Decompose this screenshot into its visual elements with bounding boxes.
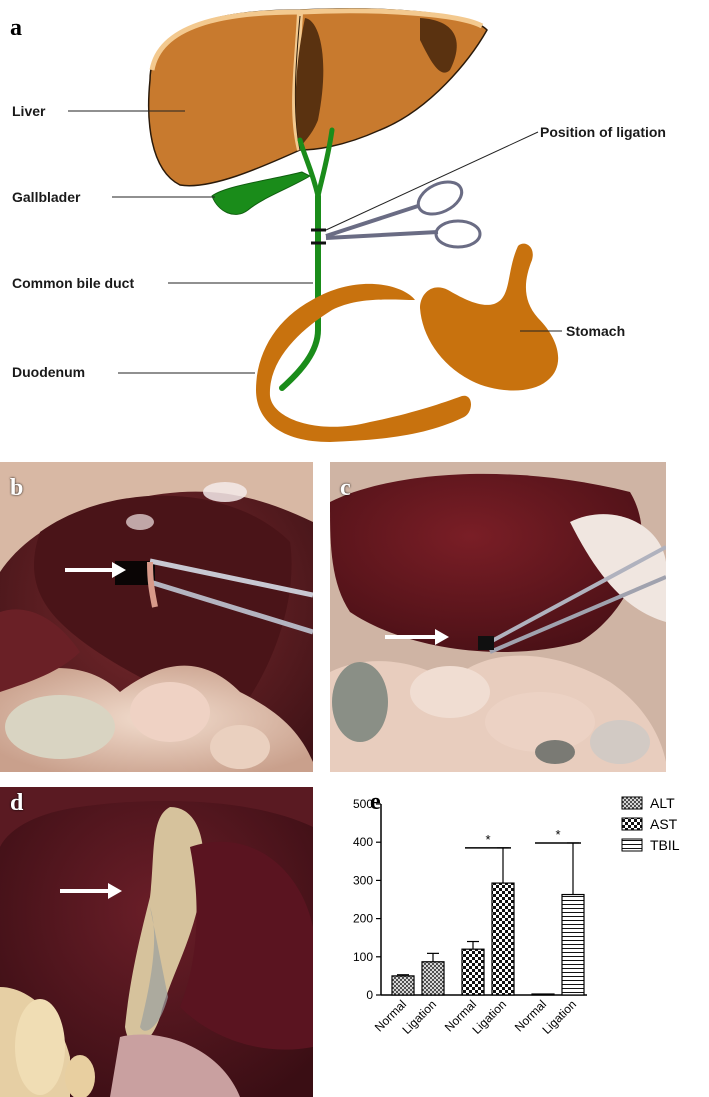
panel-c-letter: c (340, 475, 351, 501)
bar-tbil (561, 893, 585, 996)
legend-swatch-ast (621, 817, 643, 831)
bar-ast (491, 882, 515, 996)
common-bile-duct-label: Common bile duct (12, 275, 135, 291)
panel-e-letter: e (370, 789, 381, 815)
panel-d-photo: d (0, 787, 313, 1097)
duodenum-shape (256, 283, 471, 442)
stomach-label: Stomach (566, 323, 626, 339)
bar-alt (391, 975, 415, 996)
y-tick-label: 500 (353, 797, 373, 811)
panel-d-letter: d (10, 790, 24, 816)
stomach-shape (420, 243, 559, 391)
duodenum-label: Duodenum (12, 364, 86, 380)
photo-c (330, 462, 666, 772)
bar-ast (461, 948, 485, 996)
photo-d (0, 787, 313, 1097)
photo-b (0, 462, 313, 772)
ligation-marks (311, 228, 326, 245)
liver-shape (148, 8, 488, 187)
position-of-ligation-label: Position of ligation (540, 124, 666, 140)
y-tick-label: 200 (353, 912, 373, 926)
significance-marker: * (485, 832, 490, 847)
gallbladder-label: Gallblader (12, 189, 81, 205)
bar-tbil (531, 993, 555, 996)
y-tick-label: 0 (366, 988, 373, 1002)
bile-duct-shape (279, 127, 335, 391)
gallbladder-shape (211, 171, 312, 215)
legend-swatch-tbil (621, 838, 643, 852)
legend-label-ast: AST (650, 816, 678, 832)
arrow-indicator-icon (385, 629, 449, 645)
anatomy-diagram (68, 8, 562, 442)
significance-marker: * (555, 827, 560, 842)
panel-b-letter: b (10, 475, 24, 501)
y-tick-label: 100 (353, 950, 373, 964)
arrow-indicator-icon (60, 883, 122, 899)
legend-label-alt: ALT (650, 795, 675, 811)
surgical-clamp-icon (325, 180, 482, 249)
x-tick-label: Ligation (539, 997, 579, 1037)
y-tick-label: 400 (353, 835, 373, 849)
x-tick-label: Ligation (469, 997, 509, 1037)
panel-a-diagram: a (0, 0, 709, 452)
bar-alt (421, 961, 445, 996)
panel-a-letter: a (10, 15, 22, 41)
y-tick-label: 300 (353, 873, 373, 887)
x-tick-label: Ligation (399, 997, 439, 1037)
legend-swatch-alt (621, 796, 643, 810)
panel-b-photo: b (0, 462, 313, 772)
arrow-indicator-icon (65, 562, 126, 578)
liver-label: Liver (12, 103, 46, 119)
leader-lines (68, 110, 562, 374)
legend-label-tbil: TBIL (650, 837, 680, 853)
panel-c-photo: c (330, 462, 666, 772)
